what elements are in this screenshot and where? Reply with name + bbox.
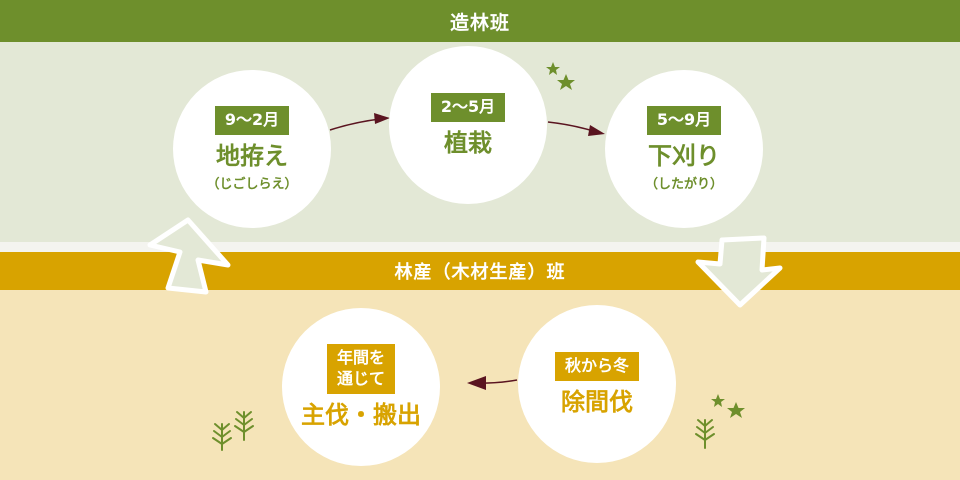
step-title: 植栽 [444,128,492,157]
step-title: 地拵え [216,142,288,171]
period-line-2: 通じて [336,369,385,389]
step-title: 主伐・搬出 [301,401,421,429]
period-line-1: 年間を [336,348,385,368]
zone-divider [0,242,960,252]
timber-team-band: 林産（木材生産）班 [0,252,960,290]
step-thinning: 秋から冬 除間伐 [518,305,676,463]
connector-arrowhead-2-icon [588,125,605,136]
star-icon [711,394,725,407]
step-period-tag: 年間を 通じて [326,344,395,394]
step-planting: 2〜5月 植栽 [389,46,547,204]
step-reading: （じごしらえ） [206,176,298,192]
star-icon [557,74,575,90]
step-reading: （したがり） [644,176,723,192]
step-period-tag: 9〜2月 [214,106,290,136]
step-period-tag: 2〜5月 [430,92,506,122]
down-arrow-icon [695,235,783,308]
step-period-tag: 秋から冬 [554,351,639,381]
forestry-team-band: 造林班 [0,0,960,42]
step-title: 下刈り [648,142,720,171]
step-final-harvest: 年間を 通じて 主伐・搬出 [282,308,440,466]
forestry-team-label: 造林班 [449,11,510,34]
star-icon [727,402,745,418]
star-icon [546,62,560,75]
step-weeding: 5〜9月 下刈り （したがり） [605,70,763,228]
connector-arrowhead-1-icon [374,113,390,124]
connector-arrow-1 [329,118,381,131]
step-title: 除間伐 [561,387,633,416]
up-arrow-icon [147,217,231,295]
sprout-icon [234,411,254,441]
step-period-tag: 5〜9月 [646,106,722,136]
connector-arrowhead-3-icon [467,376,486,390]
step-site-prep: 9〜2月 地拵え （じごしらえ） [173,70,331,228]
sprout-icon [695,419,715,449]
timber-team-label: 林産（木材生産）班 [394,262,566,283]
sprout-icon [212,423,232,451]
